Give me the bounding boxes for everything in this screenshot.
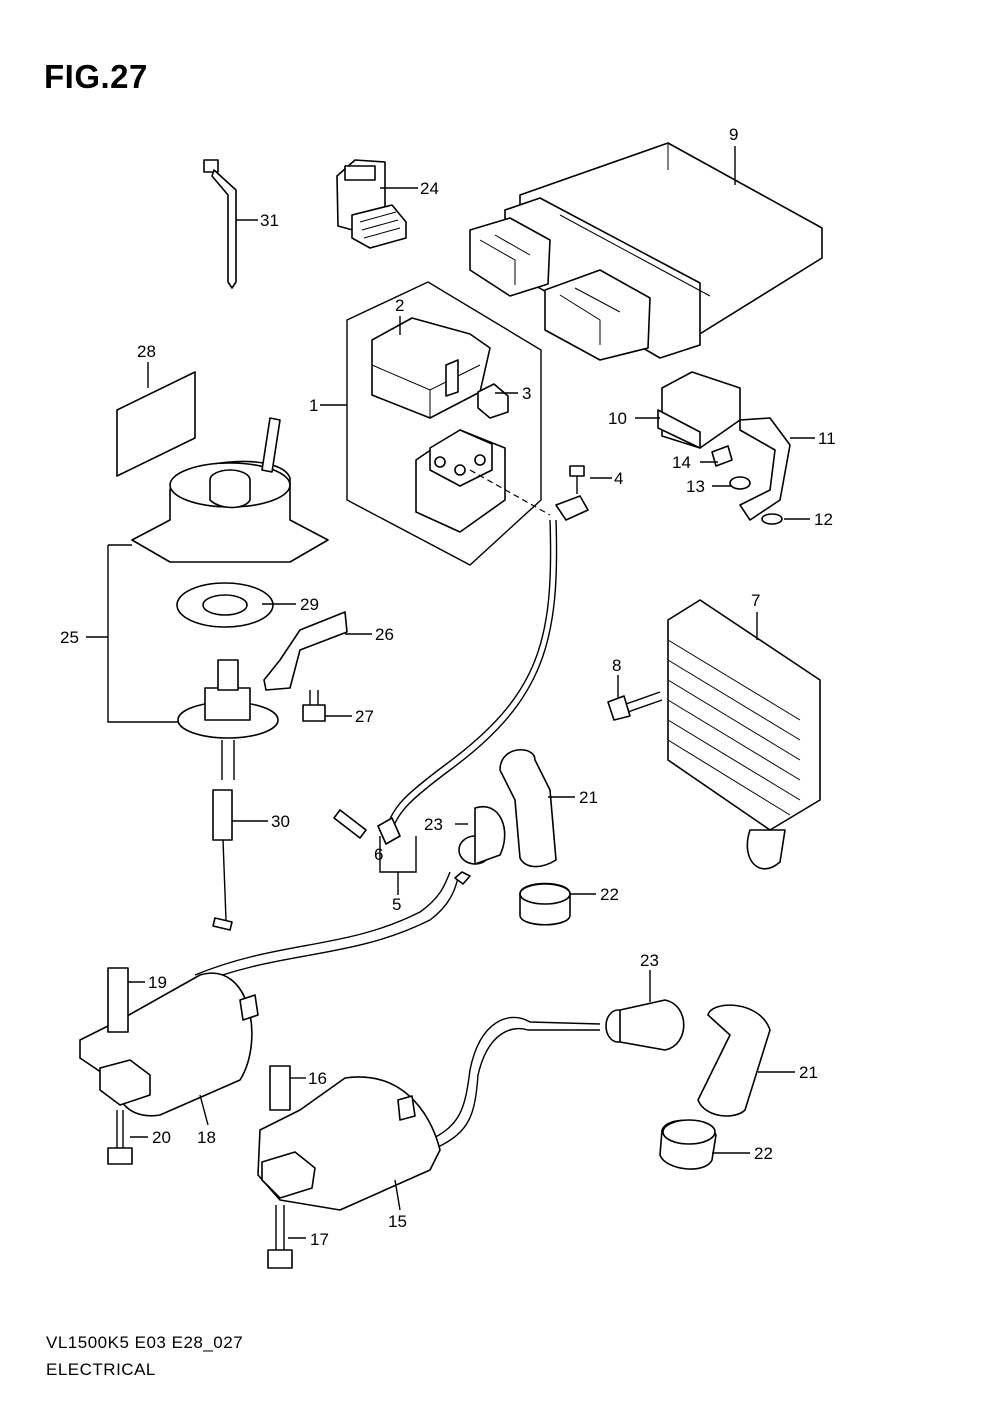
- callout-5: 5: [392, 895, 401, 914]
- callout-1: 1: [309, 396, 318, 415]
- relay-cover-drawing: [371, 317, 491, 419]
- callout-19: 19: [148, 973, 167, 992]
- callout-20: 20: [152, 1128, 171, 1147]
- callout-23-lower: 23: [640, 951, 659, 970]
- boot-21-lower-drawing: [697, 1004, 771, 1117]
- lead-wire-drawing: [333, 495, 589, 845]
- bolt-17-drawing: [267, 1205, 293, 1269]
- callout-25: 25: [60, 628, 79, 647]
- callout-18: 18: [197, 1128, 216, 1147]
- callout-10: 10: [608, 409, 627, 428]
- ring-22-upper-drawing: [519, 882, 571, 926]
- regulator-drawing: [667, 599, 821, 870]
- group-1-outline: [346, 281, 542, 566]
- callout-21-lower: 21: [799, 1063, 818, 1082]
- sensor-10-drawing: [657, 371, 741, 449]
- fasteners-12-14-drawing: [711, 445, 783, 525]
- figure-title: FIG.27: [44, 58, 148, 95]
- callout-2: 2: [395, 296, 404, 315]
- sleeve-16-drawing: [269, 1065, 291, 1111]
- bolt-27-drawing: [302, 690, 326, 722]
- callout-17: 17: [310, 1230, 329, 1249]
- bracket-26-drawing: [263, 611, 348, 691]
- relay-drawing: [336, 159, 407, 249]
- connector-30-drawing: [212, 789, 233, 931]
- bolt-20-drawing: [107, 1110, 133, 1165]
- starter-relay-drawing: [415, 429, 506, 533]
- washer-drawing: [176, 582, 274, 628]
- bracket-11-drawing: [739, 417, 791, 521]
- callout-4: 4: [614, 469, 623, 488]
- cable-tie-drawing: [203, 159, 237, 289]
- ignition-coil-18-drawing: [79, 871, 471, 1117]
- callout-21-upper: 21: [579, 788, 598, 807]
- callout-15: 15: [388, 1212, 407, 1231]
- callout-6: 6: [374, 845, 383, 864]
- callout-23-upper: 23: [424, 815, 443, 834]
- insulator-drawing: [177, 659, 279, 780]
- callout-labels: 9 24 31 2 28 3 1 10 11 14 4 13 12 7 29 2…: [60, 125, 836, 1249]
- callout-3: 3: [522, 384, 531, 403]
- callout-16: 16: [308, 1069, 327, 1088]
- callout-9: 9: [729, 125, 738, 144]
- leader-lines: [86, 146, 815, 1239]
- pad-drawing: [116, 371, 196, 477]
- callout-26: 26: [375, 625, 394, 644]
- boot-21-upper-drawing: [499, 748, 557, 868]
- leader-dashed: [469, 469, 551, 516]
- screw-4-drawing: [569, 465, 585, 494]
- callout-8: 8: [612, 656, 621, 675]
- ignition-coil-15-drawing: [257, 1016, 601, 1211]
- horn-drawing: [131, 417, 329, 563]
- callout-12: 12: [814, 510, 833, 529]
- callout-13: 13: [686, 477, 705, 496]
- callout-24: 24: [420, 179, 439, 198]
- callout-11: 11: [818, 429, 836, 448]
- fuse-drawing: [477, 383, 509, 419]
- cap-23-upper-drawing: [458, 805, 506, 865]
- ecm-drawing: [469, 142, 823, 361]
- bolt-8-drawing: [607, 691, 663, 721]
- callout-22-upper: 22: [600, 885, 619, 904]
- callout-14: 14: [672, 453, 691, 472]
- cap-23-lower-drawing: [605, 999, 685, 1051]
- callout-28: 28: [137, 342, 156, 361]
- section-name: ELECTRICAL: [46, 1360, 156, 1379]
- callout-30: 30: [271, 812, 290, 831]
- callout-7: 7: [751, 591, 760, 610]
- callout-27: 27: [355, 707, 374, 726]
- callout-22-lower: 22: [754, 1144, 773, 1163]
- callout-29: 29: [300, 595, 319, 614]
- ring-22-lower-drawing: [659, 1119, 717, 1170]
- sleeve-19-drawing: [107, 967, 129, 1033]
- model-code: VL1500K5 E03 E28_027: [46, 1333, 244, 1352]
- callout-31: 31: [260, 211, 279, 230]
